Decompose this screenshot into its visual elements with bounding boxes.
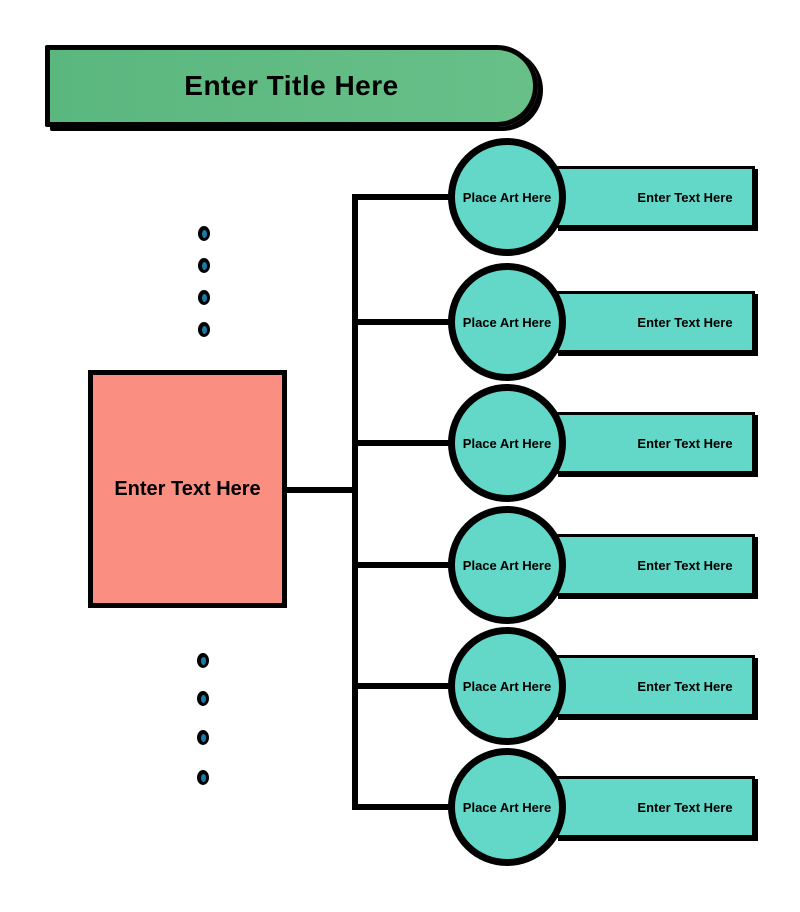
ellipsis-dot [197,770,209,785]
main-text-node[interactable]: Enter Text Here [88,370,287,608]
branch-row: Enter Text Here Place Art Here [0,263,800,381]
art-circle-label: Place Art Here [462,799,552,815]
connector-main-line [282,487,356,493]
art-circle[interactable]: Place Art Here [448,748,566,866]
connector-branch-line [352,562,458,568]
art-circle[interactable]: Place Art Here [448,138,566,256]
title-bar[interactable]: Enter Title Here [45,45,538,127]
text-box-label: Enter Text Here [637,435,733,451]
ellipsis-dot-inner [200,733,206,742]
text-box[interactable]: Enter Text Here [555,291,755,353]
art-circle-label: Place Art Here [462,557,552,573]
branch-row: Enter Text Here Place Art Here [0,138,800,256]
connector-branch-line [352,683,458,689]
art-circle[interactable]: Place Art Here [448,627,566,745]
title-text: Enter Title Here [184,70,399,101]
text-box-label: Enter Text Here [637,557,733,573]
branch-row: Enter Text Here Place Art Here [0,506,800,624]
text-box[interactable]: Enter Text Here [555,412,755,474]
connector-trunk-line [352,194,358,810]
branch-row: Enter Text Here Place Art Here [0,748,800,866]
text-box-label: Enter Text Here [637,678,733,694]
art-circle[interactable]: Place Art Here [448,506,566,624]
ellipsis-dot-inner [201,261,207,270]
connector-branch-line [352,194,458,200]
connector-branch-line [352,804,458,810]
ellipsis-dot [198,322,210,337]
ellipsis-dot [198,258,210,273]
ellipsis-dot-inner [201,325,207,334]
art-circle[interactable]: Place Art Here [448,263,566,381]
ellipsis-dot-inner [200,694,206,703]
text-box-label: Enter Text Here [637,314,733,330]
ellipsis-dot-inner [201,229,207,238]
ellipsis-dot-inner [200,656,206,665]
text-box[interactable]: Enter Text Here [555,166,755,228]
branch-row: Enter Text Here Place Art Here [0,384,800,502]
main-node-label: Enter Text Here [114,477,261,500]
ellipsis-dot-inner [201,293,207,302]
ellipsis-dot [197,730,209,745]
art-circle-label: Place Art Here [462,435,552,451]
text-box-label: Enter Text Here [637,189,733,205]
art-circle-label: Place Art Here [462,678,552,694]
text-box[interactable]: Enter Text Here [555,534,755,596]
connector-branch-line [352,319,458,325]
connector-branch-line [352,440,458,446]
art-circle[interactable]: Place Art Here [448,384,566,502]
art-circle-label: Place Art Here [462,314,552,330]
text-box[interactable]: Enter Text Here [555,776,755,838]
ellipsis-dot-inner [200,773,206,782]
art-circle-label: Place Art Here [462,189,552,205]
text-box[interactable]: Enter Text Here [555,655,755,717]
ellipsis-dot [198,290,210,305]
ellipsis-dot [197,691,209,706]
ellipsis-dot [198,226,210,241]
text-box-label: Enter Text Here [637,799,733,815]
ellipsis-dot [197,653,209,668]
branch-row: Enter Text Here Place Art Here [0,627,800,745]
